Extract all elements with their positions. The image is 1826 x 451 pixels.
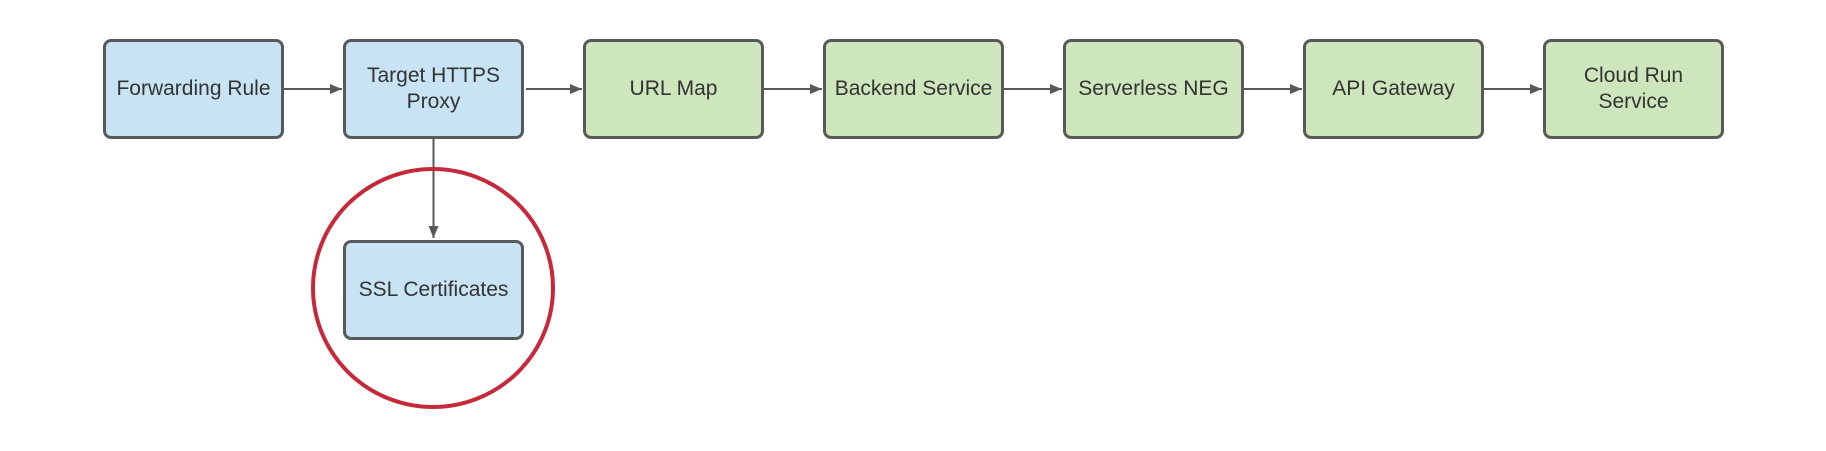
node-label-ssl-certificates: SSL Certificates bbox=[358, 278, 509, 301]
node-api-gateway: API Gateway bbox=[1303, 39, 1484, 139]
node-url-map: URL Map bbox=[583, 39, 764, 139]
node-backend-service: Backend Service bbox=[823, 39, 1004, 139]
node-ssl-certificates: SSL Certificates bbox=[343, 240, 524, 340]
node-label-cloud-run-service: Cloud Run Service bbox=[1583, 64, 1684, 113]
node-label-serverless-neg: Serverless NEG bbox=[1078, 77, 1229, 100]
node-label-target-https-proxy: Target HTTPS Proxy bbox=[366, 64, 501, 113]
node-target-https-proxy: Target HTTPS Proxy bbox=[343, 39, 524, 139]
node-label-api-gateway: API Gateway bbox=[1332, 77, 1455, 100]
node-cloud-run-service: Cloud Run Service bbox=[1543, 39, 1724, 139]
node-forwarding-rule: Forwarding Rule bbox=[103, 39, 284, 139]
node-label-forwarding-rule: Forwarding Rule bbox=[116, 77, 271, 100]
node-label-backend-service: Backend Service bbox=[834, 77, 993, 100]
node-label-url-map: URL Map bbox=[629, 77, 718, 100]
node-serverless-neg: Serverless NEG bbox=[1063, 39, 1244, 139]
